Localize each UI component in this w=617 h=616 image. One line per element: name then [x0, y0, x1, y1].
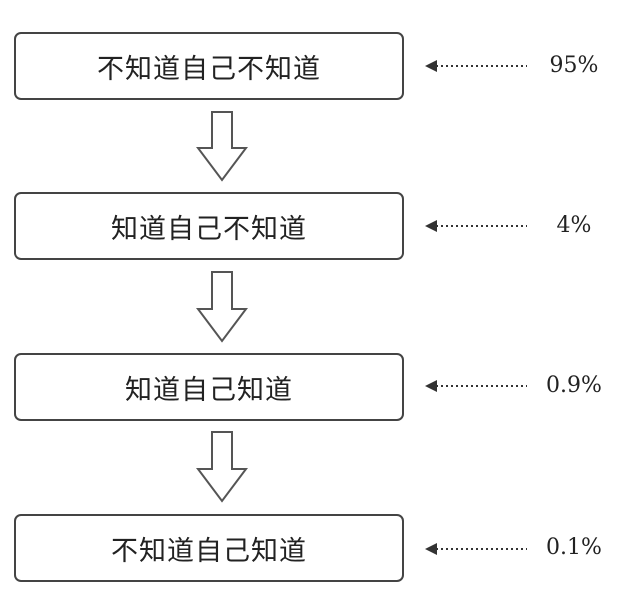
level-label-1: 不知道自己不知道 — [97, 53, 321, 85]
dotted-arrow-2 — [425, 220, 527, 232]
level-label-2: 知道自己不知道 — [111, 213, 307, 245]
dotted-arrow-1 — [425, 60, 527, 72]
level-box-4: 不知道自己知道 — [14, 514, 404, 582]
percent-label-3: 0.9% — [546, 373, 602, 398]
percent-label-1: 95% — [549, 53, 599, 78]
down-arrow-3 — [196, 431, 248, 503]
dotted-arrow-3 — [425, 380, 527, 392]
level-label-4: 不知道自己知道 — [111, 535, 307, 567]
down-arrow-1 — [196, 111, 248, 182]
dotted-arrow-4 — [425, 543, 527, 555]
percent-label-2: 4% — [556, 213, 592, 238]
percent-label-4: 0.1% — [546, 535, 602, 560]
level-box-1: 不知道自己不知道 — [14, 32, 404, 100]
level-box-3: 知道自己知道 — [14, 353, 404, 421]
down-arrow-2 — [196, 271, 248, 343]
level-label-3: 知道自己知道 — [125, 374, 293, 406]
level-box-2: 知道自己不知道 — [14, 192, 404, 260]
